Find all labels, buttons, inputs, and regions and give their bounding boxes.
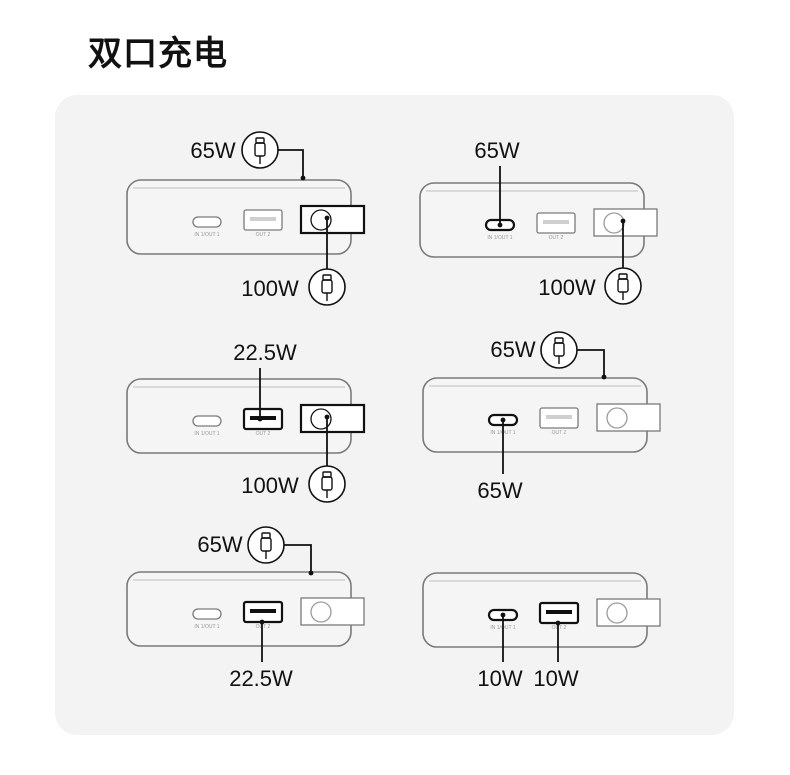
usb-c-label: 65W	[474, 138, 519, 163]
usb-a-port-label: OUT 2	[256, 431, 271, 437]
usb-a-label: 10W	[533, 666, 578, 691]
usb-a-port-label: OUT 2	[256, 232, 271, 238]
device-side	[596, 403, 661, 432]
usb-c-plug-icon	[308, 268, 346, 306]
top-cable-line	[278, 149, 304, 178]
usb-a-port-label: OUT 2	[256, 624, 271, 630]
cable-dot	[620, 218, 626, 224]
usb-a-label: 22.5W	[233, 340, 297, 365]
usb-a-port-label: OUT 2	[552, 430, 567, 436]
power-bank: IN 1/OUT 1 OUT 2	[126, 179, 352, 255]
cable-dot	[324, 414, 330, 420]
usb-c-port	[192, 608, 222, 620]
usb-c-port-label: IN 1/OUT 1	[194, 624, 219, 630]
usb-c-port	[192, 415, 222, 427]
cable-dot	[257, 416, 263, 422]
cable-dot	[500, 612, 506, 618]
power-bank: IN 1/OUT 1 OUT 2	[419, 182, 645, 258]
top-cable-line	[284, 544, 312, 573]
usb-c-port-label: IN 1/OUT 1	[487, 235, 512, 241]
cable-dot	[259, 619, 265, 625]
device-bottom-label: 100W	[538, 275, 596, 300]
cable-dot	[300, 175, 306, 181]
cable-dot	[500, 417, 506, 423]
power-bank: IN 1/OUT 1 OUT 2	[126, 378, 352, 454]
usb-c-port-label: IN 1/OUT 1	[194, 431, 219, 437]
usb-c-label: 65W	[477, 478, 522, 503]
cable-dot	[324, 215, 330, 221]
cable-dot	[497, 222, 503, 228]
usb-c-plug-icon	[604, 267, 642, 305]
usb-c-port	[192, 216, 222, 228]
usb-a-port-label: OUT 2	[552, 625, 567, 631]
usb-a-label: 22.5W	[229, 666, 293, 691]
scenario-3: IN 1/OUT 1 OUT 2 100W 22.5W	[126, 340, 366, 503]
top-cable-line	[577, 349, 605, 377]
scenario-5: IN 1/OUT 1 OUT 2 65W 22.5W	[126, 526, 365, 691]
device-bottom-label: 100W	[241, 473, 299, 498]
page-title: 双口充电	[88, 34, 228, 74]
device-bottom-label: 100W	[241, 276, 299, 301]
device-top-label: 65W	[490, 337, 535, 362]
device-top-label: 65W	[197, 532, 242, 557]
device-side	[300, 597, 365, 626]
cable-dot	[555, 620, 561, 626]
usb-a-port-label: OUT 2	[549, 235, 564, 241]
device-side	[299, 403, 366, 434]
scenario-2: IN 1/OUT 1 OUT 2 100W 65W	[419, 138, 658, 305]
usb-c-plug-icon	[241, 131, 279, 169]
scenario-1: IN 1/OUT 1 OUT 2 65W 100W	[126, 131, 366, 306]
usb-c-plug-icon	[247, 526, 285, 564]
device-side	[299, 204, 366, 235]
device-top-label: 65W	[190, 138, 235, 163]
usb-c-port-label: IN 1/OUT 1	[194, 232, 219, 238]
power-bank: IN 1/OUT 1 OUT 2	[126, 571, 352, 647]
usb-c-plug-icon	[540, 331, 578, 369]
device-side	[593, 208, 658, 237]
device-side	[596, 598, 661, 627]
cable-dot	[601, 374, 607, 380]
cable-dot	[308, 570, 314, 576]
usb-c-plug-icon	[308, 465, 346, 503]
usb-c-label: 10W	[477, 666, 522, 691]
